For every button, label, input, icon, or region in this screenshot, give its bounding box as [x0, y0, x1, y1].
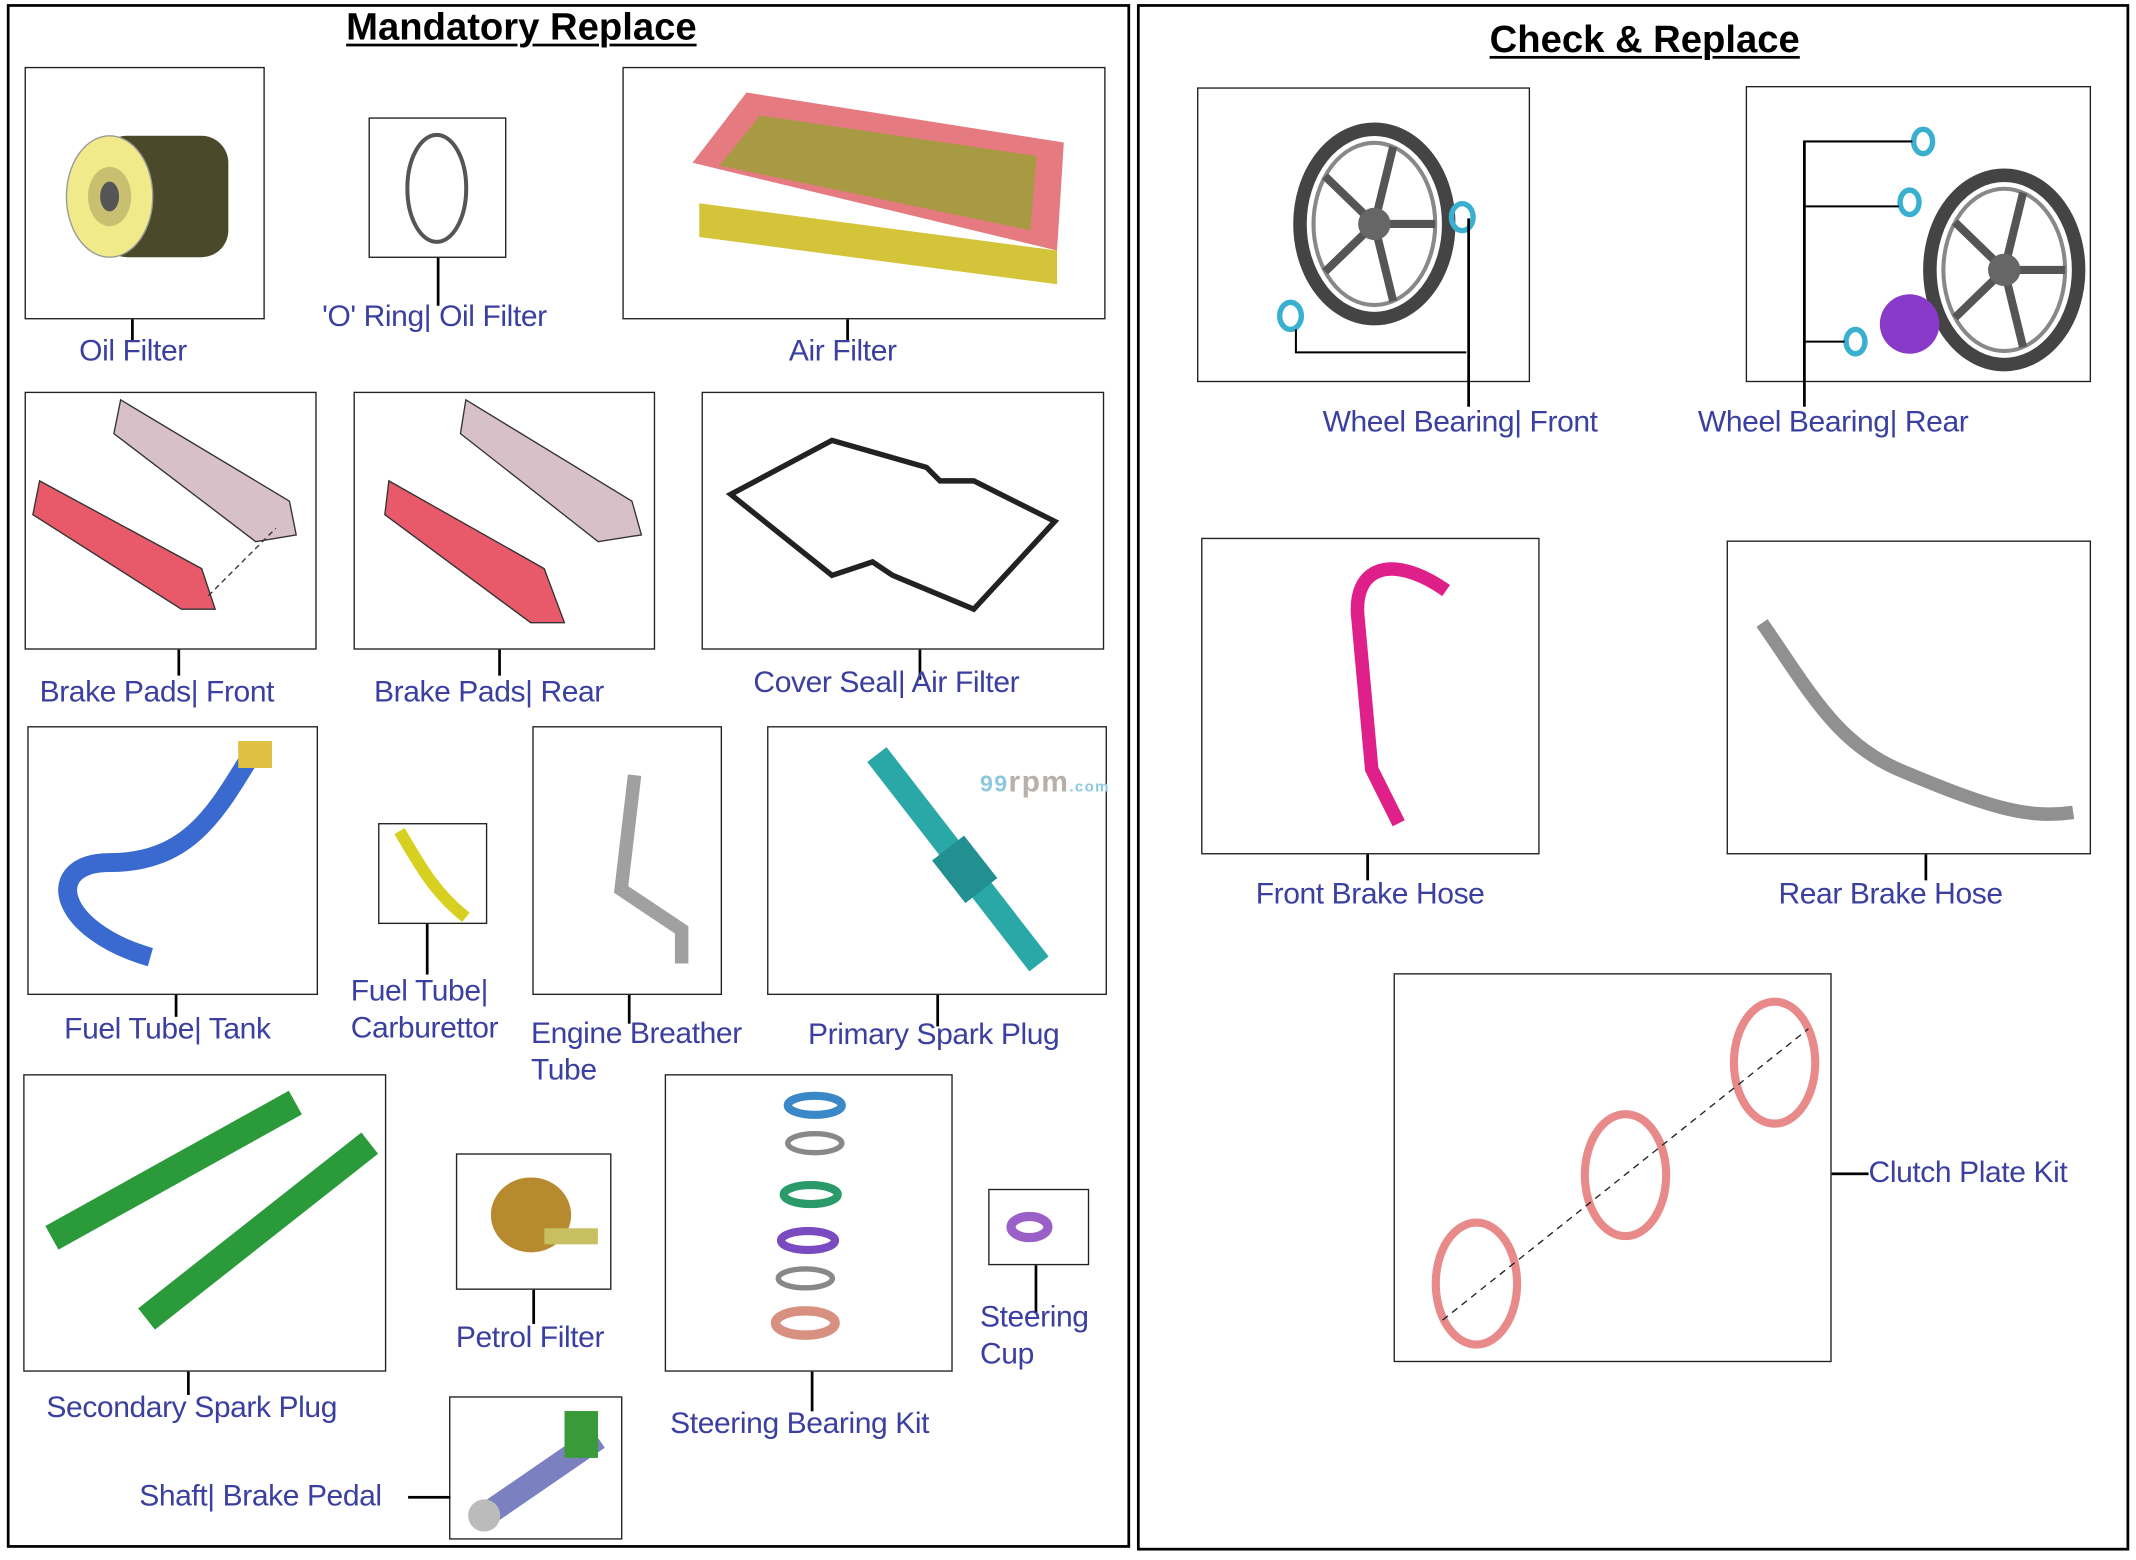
- oil-filter-image: [24, 66, 265, 320]
- label-line: Fuel Tube| Tank: [64, 1011, 271, 1046]
- secondary-spark-plug-leader-line: [186, 1371, 190, 1395]
- label-line: Rear Brake Hose: [1778, 876, 2003, 911]
- fuel-tube-tank-label: Fuel Tube| Tank: [64, 1010, 271, 1047]
- mandatory-replace-panel: [6, 4, 1131, 1548]
- cover-seal-air-filter-image: [701, 391, 1105, 650]
- brake-pads-rear-image: [353, 391, 656, 650]
- steering-bearing-kit-image: [664, 1074, 953, 1372]
- label-line: Steering: [979, 1299, 1089, 1334]
- watermark-part: 99: [979, 771, 1009, 798]
- wheel-bearing-rear-leader-line: [1803, 141, 1806, 407]
- label-line: Steering Bearing Kit: [670, 1405, 930, 1440]
- label-line: Tube: [530, 1052, 597, 1087]
- brake-pads-rear-label: Brake Pads| Rear: [374, 673, 604, 710]
- primary-spark-plug-label: Primary Spark Plug: [808, 1015, 1060, 1052]
- oil-filter-leader-line: [131, 319, 134, 342]
- shaft-brake-pedal-leader-line: [408, 1495, 451, 1499]
- front-brake-hose-leader-line: [1366, 854, 1369, 881]
- wheel-bearing-rear-label: Wheel Bearing| Rear: [1697, 403, 1969, 440]
- label-line: Clutch Plate Kit: [1868, 1154, 2068, 1189]
- label-line: 'O' Ring| Oil Filter: [322, 298, 547, 334]
- brake-pads-front-label: Brake Pads| Front: [40, 673, 275, 710]
- engine-breather-tube-image: [532, 726, 723, 996]
- label-line: Primary Spark Plug: [808, 1016, 1060, 1051]
- mandatory-replace-title: Mandatory Replace: [346, 5, 697, 48]
- cover-seal-air-filter-leader-line: [918, 649, 922, 680]
- front-brake-hose-label: Front Brake Hose: [1256, 875, 1485, 912]
- secondary-spark-plug-image: [23, 1074, 387, 1372]
- cover-seal-air-filter-label: Cover Seal| Air Filter: [753, 663, 1019, 700]
- air-filter-image: [622, 66, 1106, 320]
- watermark-part: .com: [1069, 779, 1110, 796]
- wheel-bearing-front-image: [1197, 87, 1531, 383]
- clutch-plate-kit-label: Clutch Plate Kit: [1869, 1153, 2068, 1190]
- steering-cup-image: [988, 1188, 1090, 1266]
- brake-pads-front-leader-line: [177, 649, 181, 676]
- label-line: Brake Pads| Front: [39, 674, 275, 709]
- o-ring-oil-filter-image: [368, 117, 507, 258]
- fuel-tube-carburettor-label: Fuel Tube|Carburettor: [350, 972, 499, 1046]
- label-line: Wheel Bearing| Rear: [1697, 404, 1969, 439]
- clutch-plate-kit-image: [1393, 973, 1832, 1363]
- shaft-brake-pedal-image: [449, 1396, 623, 1540]
- primary-spark-plug-leader-line: [936, 995, 940, 1027]
- air-filter-leader-line: [846, 319, 849, 342]
- fuel-tube-tank-leader-line: [174, 995, 178, 1017]
- label-line: Fuel Tube|: [350, 973, 489, 1008]
- petrol-filter-image: [455, 1153, 612, 1290]
- shaft-brake-pedal-label: Shaft| Brake Pedal: [139, 1477, 382, 1514]
- rear-brake-hose-label: Rear Brake Hose: [1778, 875, 2003, 912]
- label-line: Wheel Bearing| Front: [1322, 404, 1598, 439]
- brake-pads-rear-leader-line: [498, 649, 501, 676]
- air-filter-label: Air Filter: [789, 332, 897, 369]
- watermark-part: rpm: [1008, 764, 1070, 799]
- wheel-bearing-rear-image: [1745, 85, 2092, 383]
- primary-spark-plug-image: [767, 726, 1107, 996]
- steering-cup-leader-line: [1034, 1265, 1038, 1314]
- rear-brake-hose-leader-line: [1924, 854, 1928, 881]
- petrol-filter-leader-line: [532, 1289, 536, 1324]
- engine-breather-tube-leader-line: [627, 995, 631, 1024]
- label-line: Air Filter: [788, 333, 897, 368]
- fuel-tube-carburettor-leader-line: [425, 924, 429, 975]
- o-ring-oil-filter-leader-line: [436, 257, 440, 306]
- label-line: Engine Breather: [530, 1015, 742, 1050]
- fuel-tube-tank-image: [27, 726, 319, 996]
- petrol-filter-label: Petrol Filter: [455, 1318, 605, 1355]
- label-line: Petrol Filter: [455, 1319, 605, 1354]
- label-line: Brake Pads| Rear: [373, 674, 604, 709]
- wheel-bearing-front-leader-line: [1467, 218, 1470, 407]
- check-replace-title: Check & Replace: [1489, 17, 1800, 61]
- label-line: Front Brake Hose: [1255, 876, 1485, 911]
- clutch-plate-kit-leader-line: [1831, 1172, 1869, 1176]
- brake-pads-front-image: [24, 391, 317, 650]
- check-replace-panel: [1136, 4, 2130, 1551]
- front-brake-hose-image: [1201, 537, 1540, 855]
- rear-brake-hose-image: [1726, 540, 2092, 855]
- steering-bearing-kit-label: Steering Bearing Kit: [670, 1404, 929, 1441]
- watermark: 99rpm.com: [980, 764, 1110, 799]
- label-line: Secondary Spark Plug: [46, 1389, 338, 1424]
- label-line: Cup: [979, 1336, 1034, 1371]
- label-line: Oil Filter: [79, 333, 187, 368]
- secondary-spark-plug-label: Secondary Spark Plug: [46, 1388, 337, 1425]
- wheel-bearing-front-label: Wheel Bearing| Front: [1323, 403, 1598, 440]
- o-ring-oil-filter-label: 'O' Ring| Oil Filter: [322, 298, 547, 335]
- oil-filter-label: Oil Filter: [79, 332, 187, 369]
- label-line: Carburettor: [350, 1010, 499, 1045]
- label-line: Shaft| Brake Pedal: [139, 1478, 382, 1513]
- steering-bearing-kit-leader-line: [810, 1371, 814, 1412]
- fuel-tube-carburettor-image: [378, 823, 488, 925]
- label-line: Cover Seal| Air Filter: [753, 664, 1020, 699]
